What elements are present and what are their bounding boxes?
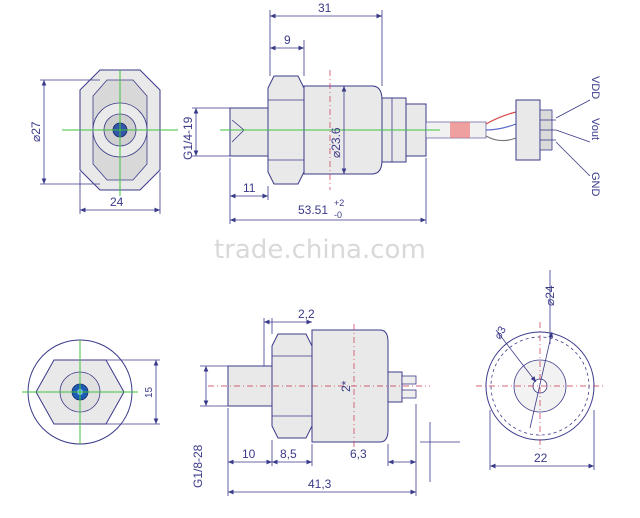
dim-len85: 8,5 xyxy=(280,447,297,461)
bottom-side-view: 2* 2,2 G1/8-28 10 8,5 6,3 41,3 xyxy=(191,307,460,496)
top-side-view: VDD Vout GND G1/4-19 11 9 31 ⌀23.6 53.51… xyxy=(181,1,601,224)
bottom-hex-end-view: 15 xyxy=(22,339,160,445)
dim-len9: 9 xyxy=(284,33,291,47)
dim-total-sub: -0 xyxy=(334,210,342,220)
pin-vdd: VDD xyxy=(589,76,601,99)
dim-d23: ⌀23.6 xyxy=(329,127,343,158)
dim-len31: 31 xyxy=(318,1,332,15)
watermark: trade.china.com xyxy=(214,235,426,265)
dim-len63: 6,3 xyxy=(350,447,367,461)
dim-d24: ⌀24 xyxy=(543,285,557,306)
dim-thread-bottom: G1/8-28 xyxy=(191,444,205,488)
dim-note: 2* xyxy=(339,380,353,392)
dim-h15: 15 xyxy=(144,386,155,398)
pin-gnd: GND xyxy=(589,172,601,197)
bottom-round-end-view: ⌀24 ⌀3 22 xyxy=(476,270,604,470)
pin-vout: Vout xyxy=(589,118,601,140)
dim-d27: ⌀27 xyxy=(29,121,43,142)
top-hex-end-view: ⌀27 24 xyxy=(29,69,178,214)
dim-len11: 11 xyxy=(243,181,256,195)
dim-d22: 22 xyxy=(534,451,548,465)
dim-d3: ⌀3 xyxy=(492,324,509,341)
dim-total-main: 53.51 xyxy=(298,203,328,217)
dim-total-bottom: 41,3 xyxy=(308,477,332,491)
dim-thread-top: G1/4-19 xyxy=(181,116,195,160)
dim-len10: 10 xyxy=(242,447,256,461)
dim-total-sup: +2 xyxy=(334,198,344,208)
dim-w24: 24 xyxy=(110,195,124,209)
dim-len22: 2,2 xyxy=(298,307,315,321)
